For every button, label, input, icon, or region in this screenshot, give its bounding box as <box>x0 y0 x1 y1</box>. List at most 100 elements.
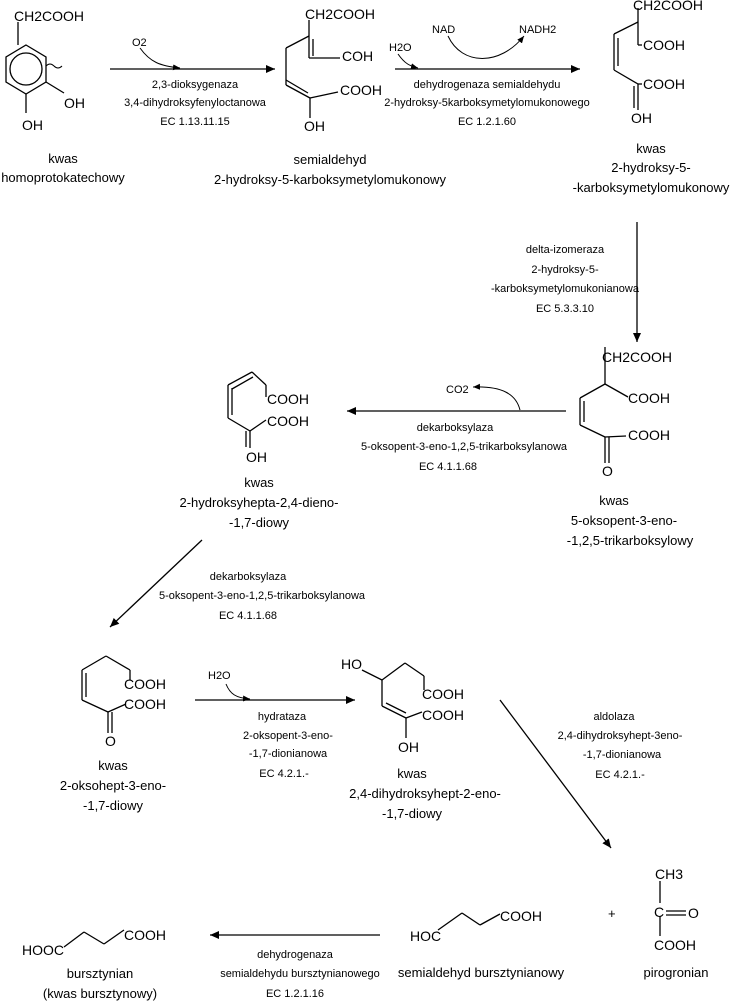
structure-c8 <box>437 912 501 931</box>
cofactor-arrow-r4 <box>472 383 521 411</box>
r3-enzyme-line2: 2-hydroksy-5- <box>531 264 599 276</box>
c4-name-line1: kwas <box>599 493 629 508</box>
arrow-r5 <box>109 539 203 628</box>
r6-cofactor: H2O <box>208 670 231 682</box>
r4-ec: EC 4.1.1.68 <box>419 461 477 473</box>
r3-enzyme-line1: delta-izomeraza <box>526 244 605 256</box>
c8-group-hoc: HOC <box>410 928 441 944</box>
c8-group-cooh: COOH <box>500 908 542 924</box>
c4-group-cooh1: COOH <box>628 390 670 406</box>
structure-c6 <box>81 655 131 733</box>
c2-name-line2: 2-hydroksy-5-karboksymetylomukonowy <box>214 172 446 187</box>
reaction-3: delta-izomeraza 2-hydroksy-5- -karboksym… <box>491 222 641 342</box>
r1-enzyme-line1: 2,3-dioksygenaza <box>152 79 239 91</box>
c2-group-cho: COH <box>342 48 373 64</box>
compound-oxopentene-tricarboxylate: CH2COOH COOH COOH O kwas 5-oksopent-3-en… <box>567 347 694 548</box>
c6-group-cooh2: COOH <box>124 696 166 712</box>
compound-hydroxyheptadienedioate: COOH COOH OH kwas 2-hydroksyhepta-2,4-di… <box>180 371 339 530</box>
c5-group-cooh2: COOH <box>267 413 309 429</box>
c10-name-line1: bursztynian <box>67 966 133 981</box>
c6-name-line3: -1,7-diowy <box>83 798 143 813</box>
c2-group-oh: OH <box>304 118 325 134</box>
reaction-8: dehydrogenaza semialdehydu bursztynianow… <box>210 931 380 1000</box>
c4-group-o: O <box>602 463 613 479</box>
structure-c7 <box>361 662 425 738</box>
c9-group-ch3: CH3 <box>655 866 683 882</box>
c6-group-o: O <box>105 733 116 749</box>
compound-pyruvate: CH3 C O COOH + pirogronian <box>608 866 709 980</box>
compound-dihydroxyheptenedioate: HO COOH COOH OH kwas 2,4-dihydroksyhept-… <box>341 656 501 821</box>
c7-name-line1: kwas <box>397 766 427 781</box>
c1-name-line2: homoprotokatechowy <box>1 170 125 185</box>
c5-name-line1: kwas <box>244 475 274 490</box>
c3-group-cooh1: COOH <box>643 37 685 53</box>
r4-enzyme-line1: dekarboksylaza <box>417 422 494 434</box>
reaction-7: aldolaza 2,4-dihydroksyhept-3eno- -1,7-d… <box>499 699 683 849</box>
c4-group-cooh2: COOH <box>628 427 670 443</box>
r2-ec: EC 1.2.1.60 <box>458 116 516 128</box>
c10-group-hooc: HOOC <box>22 942 64 958</box>
cofactor-arrow-r2-water <box>397 53 419 70</box>
reaction-5: dekarboksylaza 5-oksopent-3-eno-1,2,5-tr… <box>109 539 366 628</box>
r5-enzyme-line1: dekarboksylaza <box>210 571 287 583</box>
c7-group-oh: OH <box>398 739 419 755</box>
c3-name-line3: -karboksymetylomukonowy <box>573 180 730 195</box>
structure-c1 <box>5 22 65 113</box>
c7-group-cooh2: COOH <box>422 707 464 723</box>
r2-cofactor-in: H2O <box>389 42 412 54</box>
c6-name-line1: kwas <box>98 758 128 773</box>
compound-homoprotocatechuate: CH2COOH OH OH kwas homoprotokatechowy <box>1 8 125 185</box>
reaction-4: CO2 dekarboksylaza 5-oksopent-3-eno-1,2,… <box>347 383 568 473</box>
c1-group-oh1: OH <box>64 95 85 111</box>
cofactor-arrow-r6 <box>225 683 251 702</box>
r7-enzyme-line2: 2,4-dihydroksyhept-3eno- <box>558 730 683 742</box>
structure-c5 <box>227 371 267 448</box>
r5-enzyme-line2: 5-oksopent-3-eno-1,2,5-trikarboksylanowa <box>159 590 366 602</box>
c4-group-top: CH2COOH <box>602 349 672 365</box>
c3-name-line2: 2-hydroksy-5- <box>611 160 690 175</box>
r2-nad: NAD <box>432 24 455 36</box>
cofactor-arrow-r2-nad <box>447 35 525 59</box>
r8-enzyme-line2: semialdehydu bursztynianowego <box>220 968 380 980</box>
structure-c2 <box>285 20 340 118</box>
compound-hydroxy-carboxymethylmuconate: CH2COOH COOH COOH OH kwas 2-hydroksy-5- … <box>573 0 730 195</box>
arrow-r7 <box>499 699 612 849</box>
c5-group-oh: OH <box>246 449 267 465</box>
c8-name: semialdehyd bursztynianowy <box>398 965 565 980</box>
c10-group-cooh: COOH <box>124 927 166 943</box>
r4-enzyme-line2: 5-oksopent-3-eno-1,2,5-trikarboksylanowa <box>361 441 568 453</box>
c3-group-top: CH2COOH <box>633 0 703 13</box>
c6-name-line2: 2-oksohept-3-eno- <box>60 778 166 793</box>
c4-name-line2: 5-oksopent-3-eno- <box>571 513 677 528</box>
c9-name: pirogronian <box>643 965 708 980</box>
r3-ec: EC 5.3.3.10 <box>536 303 594 315</box>
c1-group-oh2: OH <box>22 117 43 133</box>
r7-enzyme-line1: aldolaza <box>594 711 636 723</box>
r1-cofactor: O2 <box>132 37 147 49</box>
c6-group-cooh1: COOH <box>124 676 166 692</box>
c4-name-line3: -1,2,5-trikarboksylowy <box>567 533 694 548</box>
structure-c3 <box>613 8 642 110</box>
reaction-2: H2O NAD NADH2 dehydrogenaza semialdehydu… <box>384 24 589 128</box>
compound-succinic-semialdehyde: HOC COOH semialdehyd bursztynianowy <box>398 908 565 980</box>
reaction-6: H2O hydrataza 2-oksopent-3-eno- -1,7-dio… <box>195 670 355 780</box>
structure-c4 <box>579 347 629 463</box>
r7-enzyme-line3: -1,7-dionianowa <box>583 749 662 761</box>
r6-enzyme-line3: -1,7-dionianowa <box>249 748 328 760</box>
r2-nadh: NADH2 <box>519 24 556 36</box>
c5-name-line2: 2-hydroksyhepta-2,4-dieno- <box>180 495 339 510</box>
c1-group-top: CH2COOH <box>14 8 84 24</box>
c2-group-cooh: COOH <box>340 82 382 98</box>
r1-enzyme-line2: 3,4-dihydroksyfenyloctanowa <box>124 97 267 109</box>
c9-plus: + <box>608 906 616 921</box>
c9-carbon: C <box>654 904 664 920</box>
compound-semialdehyde-hydroxy-carboxymethylmuconate: CH2COOH COH COOH OH semialdehyd 2-hydrok… <box>214 6 446 187</box>
r6-ec: EC 4.2.1.- <box>259 768 309 780</box>
r2-enzyme-line2: 2-hydroksy-5karboksymetylomukonowego <box>384 97 589 109</box>
r8-ec: EC 1.2.1.16 <box>266 988 324 1000</box>
r1-ec: EC 1.13.11.15 <box>160 116 230 128</box>
c5-group-cooh1: COOH <box>267 391 309 407</box>
reaction-1: O2 2,3-dioksygenaza 3,4-dihydroksyfenylo… <box>110 37 275 128</box>
